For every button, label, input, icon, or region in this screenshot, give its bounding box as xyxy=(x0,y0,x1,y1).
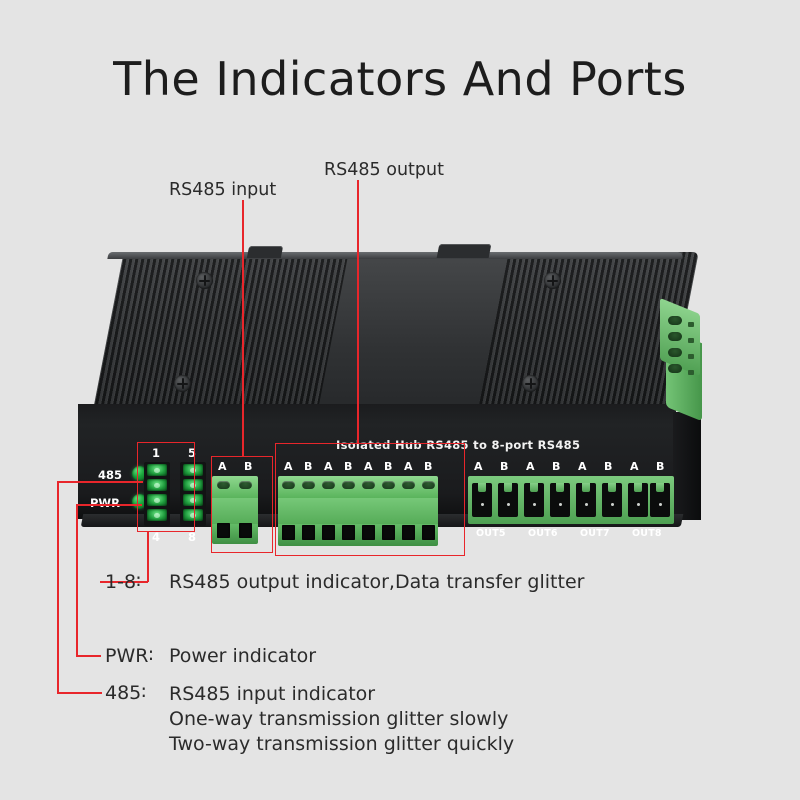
out-left-pin-3: A xyxy=(324,460,333,473)
legend-key-1-8: 1-8∶ xyxy=(105,571,141,593)
leader-line-pwr-h2 xyxy=(76,655,101,657)
led-port-1 xyxy=(147,464,167,476)
out-left-pin-2: B xyxy=(304,460,313,473)
out-left-pin-5: A xyxy=(364,460,373,473)
port-label-out6: OUT6 xyxy=(528,528,558,539)
legend-value-pwr: Power indicator xyxy=(169,645,316,667)
led-label-pwr: PWR xyxy=(90,496,120,510)
rs485-input-connector[interactable] xyxy=(212,476,258,544)
out-right-pin-1: A xyxy=(474,460,483,473)
device-top-edge-highlight xyxy=(107,252,684,259)
device-screw-bottom-right xyxy=(522,375,539,392)
port-label-out5: OUT5 xyxy=(476,528,506,539)
power-terminal-connector[interactable] xyxy=(660,297,712,424)
callout-label-rs485-input: RS485 input xyxy=(169,180,277,200)
legend-value-485-line-1: RS485 input indicator xyxy=(169,683,376,705)
leader-line-pwr-v xyxy=(76,504,78,656)
port-label-out8: OUT8 xyxy=(632,528,662,539)
output-terminal-right[interactable] xyxy=(468,476,674,524)
legend-value-485-line-2: One-way transmission glitter slowly xyxy=(169,708,509,730)
out-right-pin-3: A xyxy=(526,460,535,473)
leader-line-485-v xyxy=(57,481,59,693)
leader-line-485-h2 xyxy=(57,692,102,694)
led-block-5-8 xyxy=(180,462,206,526)
led-port-5 xyxy=(183,464,203,476)
out-left-pin-1: A xyxy=(284,460,293,473)
leader-line-port-leds-h xyxy=(100,581,148,583)
out-right-pin-6: B xyxy=(604,460,613,473)
out-left-pin-6: B xyxy=(384,460,393,473)
led-port-3 xyxy=(147,494,167,506)
led-label-485: 485 xyxy=(98,468,123,482)
callout-label-rs485-output: RS485 output xyxy=(324,160,444,180)
out-right-pin-8: B xyxy=(656,460,665,473)
page-title: The Indicators And Ports xyxy=(113,52,687,106)
output-terminal-left[interactable] xyxy=(278,476,438,546)
led-port-2 xyxy=(147,479,167,491)
annotation-box-rs485-input xyxy=(211,456,273,553)
device-image: Isolated Hub RS485 to 8-port RS485 485 P… xyxy=(78,244,703,552)
out-right-pin-5: A xyxy=(578,460,587,473)
device-din-tab-left xyxy=(246,246,284,258)
led-column-label-4: 4 xyxy=(152,530,161,544)
leader-line-rs485-output xyxy=(357,180,359,444)
legend-value-1-8: RS485 output indicator,Data transfer gli… xyxy=(169,571,584,593)
led-port-8 xyxy=(183,509,203,521)
led-port-4 xyxy=(147,509,167,521)
device-silkscreen-text: Isolated Hub RS485 to 8-port RS485 xyxy=(336,438,581,452)
led-485 xyxy=(132,466,147,481)
out-left-pin-8: B xyxy=(424,460,433,473)
device-screw-top-right xyxy=(544,272,561,289)
port-label-out7: OUT7 xyxy=(580,528,610,539)
legend-value-485: RS485 input indicator One-way transmissi… xyxy=(169,682,514,757)
device-screw-top-left xyxy=(196,272,213,289)
input-pin-label-b: B xyxy=(244,460,253,473)
led-column-label-1: 1 xyxy=(152,446,161,460)
leader-line-rs485-input xyxy=(242,200,244,456)
led-column-label-8: 8 xyxy=(188,530,197,544)
out-left-pin-4: B xyxy=(344,460,353,473)
out-right-pin-7: A xyxy=(630,460,639,473)
device-right-side-face xyxy=(673,412,701,520)
device-top-smooth-band xyxy=(317,252,509,414)
leader-line-485-h1 xyxy=(57,481,143,483)
led-port-7 xyxy=(183,494,203,506)
legend-key-485: 485∶ xyxy=(105,682,147,704)
out-left-pin-7: A xyxy=(404,460,413,473)
device-din-tab-right xyxy=(436,244,492,258)
legend-value-1-8-line-1: RS485 output indicator,Data transfer gli… xyxy=(169,571,585,593)
led-column-label-5: 5 xyxy=(188,446,197,460)
legend-value-485-line-3: Two-way transmission glitter quickly xyxy=(169,733,515,755)
led-block-1-4 xyxy=(144,462,170,526)
annotation-box-port-leds xyxy=(137,442,195,532)
device-screw-bottom-left xyxy=(174,375,191,392)
legend-value-pwr-line-1: Power indicator xyxy=(169,645,317,667)
out-right-pin-4: B xyxy=(552,460,561,473)
out-right-pin-2: B xyxy=(500,460,509,473)
leader-line-pwr-h1 xyxy=(76,504,142,506)
led-port-6 xyxy=(183,479,203,491)
annotation-box-rs485-output xyxy=(275,443,465,556)
legend-key-pwr: PWR∶ xyxy=(105,645,154,667)
input-pin-label-a: A xyxy=(218,460,227,473)
leader-line-port-leds-v xyxy=(147,532,149,582)
